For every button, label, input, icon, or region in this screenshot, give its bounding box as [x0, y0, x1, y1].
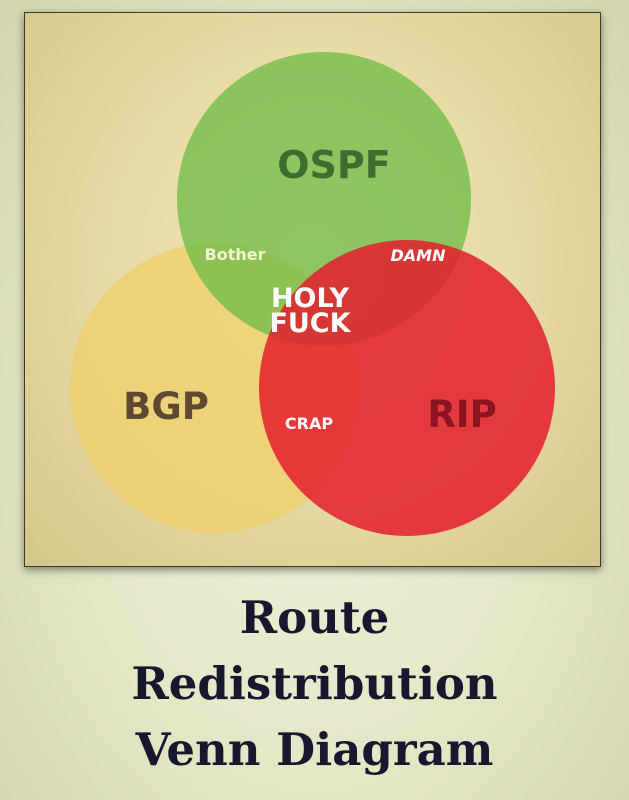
ospf-label: OSPF [277, 143, 390, 187]
diagram-title: Route Redistribution Venn Diagram [0, 585, 629, 783]
bgp-label: BGP [123, 385, 209, 428]
rip-label: RIP [427, 393, 496, 436]
center-region-label-line-2: FUCK [269, 308, 351, 339]
ospf-bgp-region-label: Bother [205, 245, 266, 264]
rip-circle [259, 240, 555, 536]
center-region-label-line-1: HOLY [271, 283, 350, 314]
diagram-panel: OSPF BGP RIP Bother DAMN CRAP HOLY FUCK [24, 12, 601, 567]
bgp-rip-region-label: CRAP [285, 414, 333, 433]
title-line-3: Venn Diagram [135, 723, 494, 776]
ospf-rip-region-label: DAMN [391, 246, 447, 265]
title-line-1: Route [239, 591, 390, 644]
title-line-2: Redistribution [131, 657, 498, 710]
venn-diagram: OSPF BGP RIP Bother DAMN CRAP HOLY FUCK [70, 52, 555, 536]
